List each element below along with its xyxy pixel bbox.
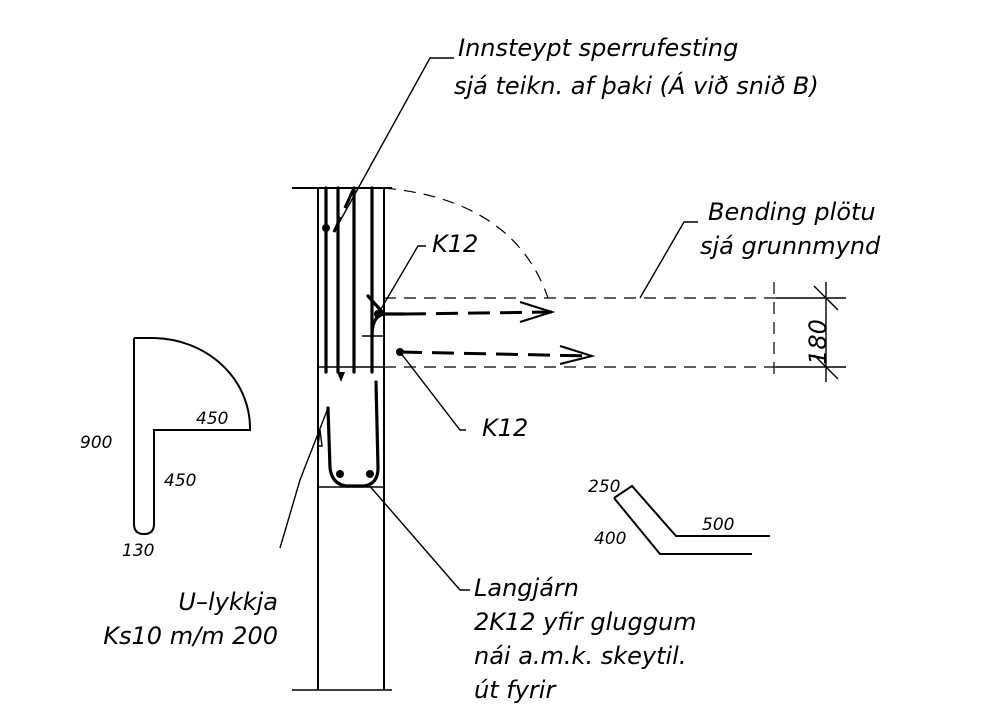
- shape2-400: 400: [594, 529, 626, 549]
- bar-shape-1: [133, 337, 252, 536]
- shape1-450-leg: 450: [164, 471, 196, 491]
- ulykkja-line-1: U–lykkja: [178, 588, 278, 616]
- note-top-line-1: Innsteypt sperrufesting: [458, 34, 738, 62]
- slab-rebars: [366, 294, 596, 365]
- bend-arc: [383, 187, 549, 299]
- dim-180: [776, 282, 846, 382]
- u-loop-bar: [326, 380, 380, 488]
- note-bending-line-2: sjá grunnmynd: [700, 232, 881, 260]
- note-bending-line-1: Bending plötu: [708, 198, 876, 226]
- langjarn-line-3: nái a.m.k. skeytil.: [474, 642, 686, 670]
- dim-180-text: 180: [804, 319, 832, 365]
- k12-top-label: K12: [432, 230, 478, 258]
- langjarn-line-4: út fyrir: [474, 676, 557, 704]
- leaders: [279, 57, 698, 591]
- anchor-dot: [322, 224, 330, 232]
- ulykkja-line-2: Ks10 m/m 200: [103, 622, 278, 650]
- shape2-250: 250: [588, 477, 620, 497]
- note-top-line-2: sjá teikn. af þaki (Á við snið B): [454, 71, 819, 100]
- bar-shape-2: [613, 484, 770, 555]
- langjarn-bar-dot: [336, 470, 344, 478]
- langjarn-line-1: Langjárn: [474, 574, 579, 602]
- shape2-500: 500: [702, 515, 734, 535]
- k12-bottom-label: K12: [482, 414, 528, 442]
- langjarn-bar-dot-2: [366, 470, 374, 478]
- slab-outline: [384, 282, 776, 382]
- shape1-900: 900: [80, 433, 112, 453]
- shape1-450-arc: 450: [196, 409, 228, 429]
- langjarn-line-2: 2K12 yfir gluggum: [474, 608, 697, 636]
- vertical-rebars: [324, 186, 374, 382]
- shape1-130: 130: [122, 541, 154, 561]
